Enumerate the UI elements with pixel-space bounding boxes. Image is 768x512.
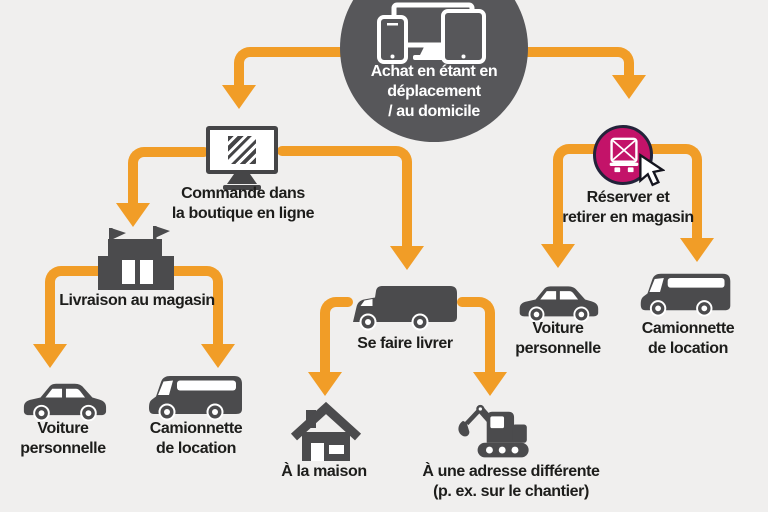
monitor-screen: [206, 126, 278, 174]
car-icon: [519, 286, 599, 322]
arrowhead-root-to-order: [222, 85, 256, 109]
car-left-label: Voiture personnelle: [3, 419, 123, 459]
arrowhead-reserve-to-car: [541, 244, 575, 268]
label-line: de location: [647, 340, 729, 357]
van-right-label: Camionnette de location: [618, 319, 758, 359]
cursor-icon: [639, 153, 665, 187]
arrowhead-order-to-delivery: [390, 246, 424, 270]
label-line: À une adresse différente: [422, 463, 600, 480]
arrow-order-to-store: [128, 147, 209, 205]
arrowhead-order-to-store: [116, 203, 150, 227]
arrowhead-root-to-reserve: [612, 75, 646, 99]
van-rear-icon: [609, 137, 639, 173]
shop-logo-gap: [222, 134, 257, 170]
root-label-line: Achat en étant en: [370, 63, 498, 80]
root-label-line: déplacement: [387, 83, 481, 100]
arrowhead-reserve-to-van: [680, 238, 714, 262]
arrowhead-delivery-to-home: [308, 372, 342, 396]
get-delivered-label: Se faire livrer: [357, 335, 453, 352]
label-line: personnelle: [515, 340, 601, 357]
monitor-stand: [227, 174, 257, 184]
label-line: Voiture: [37, 420, 89, 437]
online-shop-monitor-icon: [206, 126, 278, 190]
root-label-line: / au domicile: [388, 103, 480, 120]
car-right-label: Voiture personnelle: [498, 319, 618, 359]
label-line: Réserver et: [586, 189, 670, 206]
label-line: personnelle: [20, 440, 106, 457]
root-node-circle: Achat en étant en déplacement / au domic…: [340, 0, 528, 142]
label-line: la boutique en ligne: [171, 205, 315, 222]
label-line: (p. ex. sur le chantier): [433, 483, 589, 500]
arrowhead-delivery-to-address: [473, 372, 507, 396]
home-label: À la maison: [281, 463, 367, 480]
label-line: Camionnette: [149, 420, 243, 437]
arrow-root-to-reserve: [523, 47, 634, 77]
label-line: Commande dans: [181, 185, 305, 202]
van-left-label: Camionnette de location: [126, 419, 266, 459]
devices-icon: [377, 2, 486, 64]
label-line: de location: [155, 440, 237, 457]
arrow-order-to-delivery: [277, 146, 412, 248]
monitor-base: [223, 185, 261, 190]
van-icon: [149, 376, 242, 421]
store-icon: [98, 226, 174, 290]
label-line: retirer en magasin: [562, 209, 694, 226]
reserve-pickup-label: Réserver et retirer en magasin: [538, 188, 718, 228]
arrow-delivery-to-address: [457, 297, 495, 374]
arrowhead-store-to-van: [201, 344, 235, 368]
root-node-label: Achat en étant en déplacement / au domic…: [340, 62, 528, 122]
label-line: Camionnette: [641, 320, 735, 337]
van-icon: [640, 273, 731, 317]
other-address-label: À une adresse différente (p. ex. sur le …: [411, 462, 611, 502]
store-delivery-label: Livraison au magasin: [59, 292, 215, 309]
house-icon: [291, 401, 361, 461]
arrow-delivery-to-home: [320, 297, 353, 374]
delivery-truck-icon: [353, 286, 457, 331]
shop-logo: [222, 134, 257, 170]
excavator-icon: [458, 404, 529, 458]
label-line: Voiture: [532, 320, 584, 337]
arrowhead-store-to-car: [33, 344, 67, 368]
order-online-label: Commande dans la boutique en ligne: [153, 184, 333, 224]
arrow-root-to-order: [234, 47, 345, 87]
car-icon: [23, 383, 107, 421]
